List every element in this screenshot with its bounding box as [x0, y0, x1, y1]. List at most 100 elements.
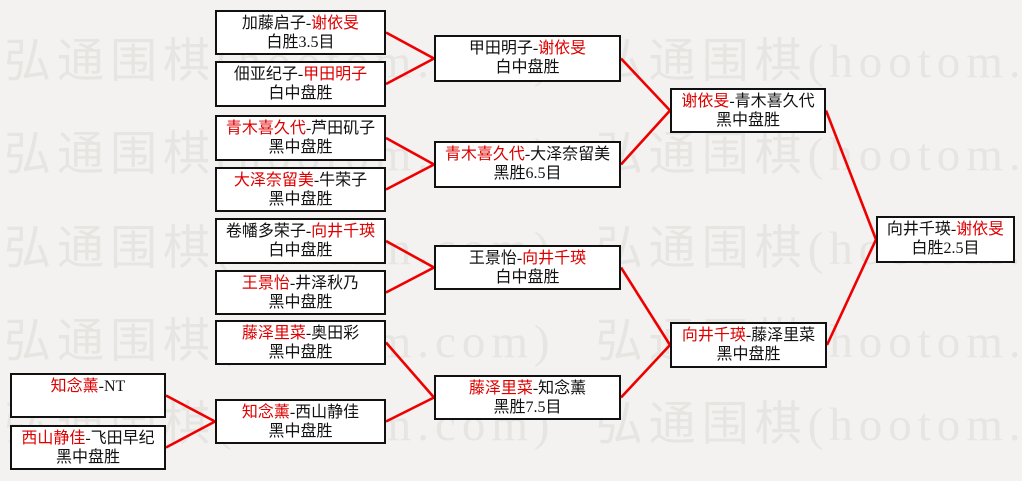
connector-line	[620, 109, 671, 166]
match-result: 黑中盘胜	[268, 423, 333, 440]
player-name: 井泽秋乃	[295, 275, 360, 292]
match-box-r1-2: 西山静佳-飞田早纪黑中盘胜	[10, 425, 166, 470]
match-box-r3-2: 青木喜久代-大泽奈留美黑胜6.5目	[434, 141, 621, 188]
match-players: 向井千瑛-藤泽里菜	[681, 327, 816, 344]
match-result: 黑中盘胜	[268, 344, 333, 361]
connector-line	[385, 396, 435, 423]
winner-name: 谢依旻	[538, 40, 587, 57]
connector-line	[825, 238, 878, 346]
match-players: 向井千瑛-谢依旻	[886, 221, 1005, 238]
connector-line	[385, 57, 435, 86]
player-name: 向井千瑛	[886, 221, 951, 238]
winner-name: 青木喜久代	[444, 146, 525, 163]
match-result: 黑中盘胜	[715, 112, 780, 129]
player-name: 青木喜久代	[734, 93, 815, 110]
connector-line	[385, 136, 435, 166]
match-box-r2-7: 藤泽里菜-奥田彩黑中盘胜	[215, 320, 386, 365]
match-players: 西山静佳-飞田早纪	[21, 430, 155, 447]
match-box-r3-1: 甲田明子-谢依旻白中盘胜	[434, 35, 621, 82]
winner-name: 向井千瑛	[681, 327, 746, 344]
connector-line	[385, 163, 435, 191]
match-box-r2-3: 青木喜久代-芦田矶子黑中盘胜	[215, 115, 386, 161]
winner-name: 甲田明子	[303, 66, 368, 83]
player-name: 佃亚纪子	[233, 66, 298, 83]
connector-line	[385, 31, 435, 60]
match-players: 知念薰-西山静佳	[241, 404, 360, 421]
connector-line	[620, 57, 671, 112]
player-name: 西山静佳	[295, 404, 360, 421]
match-box-r3-4: 藤泽里菜-知念薰黑胜7.5目	[434, 375, 621, 420]
match-result: 黑胜6.5目	[493, 165, 562, 182]
match-players: 大泽奈留美-牛荣子	[233, 172, 368, 189]
player-name: 大泽奈留美	[530, 146, 611, 163]
match-box-r2-4: 大泽奈留美-牛荣子黑中盘胜	[215, 167, 386, 212]
match-box-r2-2: 佃亚纪子-甲田明子白中盘胜	[215, 61, 386, 107]
match-box-f-1: 向井千瑛-谢依旻白胜2.5目	[876, 216, 1015, 263]
connector-line	[620, 344, 671, 399]
watermark-text: 弘通围棋(hootom.com)	[595, 129, 1022, 181]
winner-name: 谢依旻	[311, 15, 360, 32]
player-name: 藤泽里菜	[751, 327, 816, 344]
match-result: 黑中盘胜	[268, 191, 333, 208]
winner-name: 藤泽里菜	[241, 325, 306, 342]
match-players: 藤泽里菜-知念薰	[468, 380, 587, 397]
player-name: 芦田矶子	[311, 120, 376, 137]
match-result: 白胜2.5目	[911, 240, 980, 257]
player-name: 王景怡	[468, 250, 517, 267]
watermark-text: 弘通围棋(hootom.com)	[595, 399, 1022, 451]
match-result: 白中盘胜	[495, 59, 560, 76]
winner-name: 藤泽里菜	[468, 380, 533, 397]
winner-name: 王景怡	[241, 275, 290, 292]
match-box-r2-6: 王景怡-井泽秋乃黑中盘胜	[215, 270, 386, 315]
match-players: 加藤启子-谢依旻	[241, 15, 360, 32]
match-box-r2-1: 加藤启子-谢依旻白胜3.5目	[215, 10, 386, 55]
watermark-text: 弘通围棋(hootom.com)	[595, 36, 1022, 88]
match-players: 王景怡-井泽秋乃	[241, 275, 360, 292]
match-result: 黑中盘胜	[268, 294, 333, 311]
match-players: 佃亚纪子-甲田明子	[233, 66, 368, 83]
connector-line	[385, 341, 435, 399]
connector-line	[619, 266, 672, 346]
winner-name: 青木喜久代	[225, 120, 306, 137]
match-result: 白中盘胜	[268, 242, 333, 259]
match-box-r1-1: 知念薰-NT	[10, 373, 166, 418]
match-result: 白胜3.5目	[266, 34, 335, 51]
player-name: 飞田早纪	[90, 430, 155, 447]
connector-line	[165, 394, 216, 423]
player-name: 卷幡多荣子	[225, 223, 306, 240]
match-box-sf-2: 向井千瑛-藤泽里菜黑中盘胜	[670, 322, 827, 368]
connector-line	[165, 420, 216, 449]
match-box-r3-3: 王景怡-向井千瑛白中盘胜	[434, 245, 621, 290]
winner-name: 大泽奈留美	[233, 172, 314, 189]
player-name: 知念薰	[538, 380, 587, 397]
match-players: 谢依旻-青木喜久代	[681, 93, 815, 110]
match-players: 卷幡多荣子-向井千瑛	[225, 223, 376, 240]
match-result: 黑胜7.5目	[493, 399, 562, 416]
match-result: 黑中盘胜	[268, 139, 333, 156]
match-players: 青木喜久代-大泽奈留美	[444, 146, 611, 163]
player-name: NT	[104, 378, 126, 395]
winner-name: 谢依旻	[681, 93, 730, 110]
match-result: 白中盘胜	[495, 269, 560, 286]
connector-line	[385, 266, 435, 294]
match-box-r2-5: 卷幡多荣子-向井千瑛白中盘胜	[215, 218, 386, 264]
player-name: 奥田彩	[311, 325, 360, 342]
match-players: 王景怡-向井千瑛	[468, 250, 587, 267]
winner-name: 谢依旻	[956, 221, 1005, 238]
connector-line	[385, 239, 435, 269]
connector-line	[824, 110, 878, 240]
winner-name: 知念薰	[50, 378, 99, 395]
match-result: 白中盘胜	[268, 85, 333, 102]
winner-name: 向井千瑛	[522, 250, 587, 267]
winner-name: 西山静佳	[21, 430, 86, 447]
match-result: 黑中盘胜	[55, 449, 120, 466]
match-box-r2-8: 知念薰-西山静佳黑中盘胜	[215, 399, 386, 444]
match-players: 青木喜久代-芦田矶子	[225, 120, 376, 137]
player-name: 牛荣子	[319, 172, 368, 189]
match-players: 知念薰-NT	[50, 378, 126, 395]
winner-name: 知念薰	[241, 404, 290, 421]
winner-name: 向井千瑛	[311, 223, 376, 240]
match-players: 藤泽里菜-奥田彩	[241, 325, 360, 342]
